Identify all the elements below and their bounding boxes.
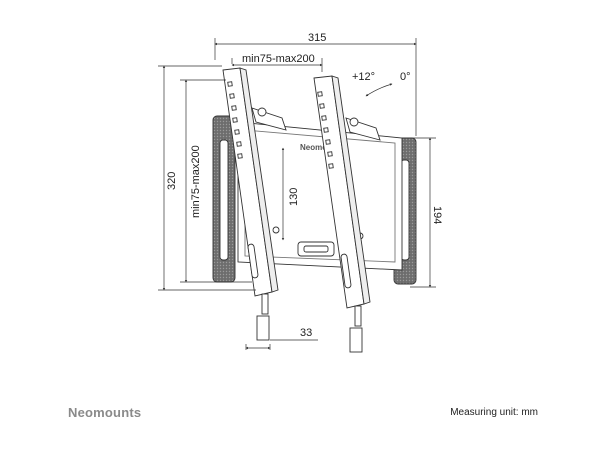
left-vesa-strip xyxy=(222,67,287,341)
brand-name: Neomounts xyxy=(68,405,142,420)
dim-overall-width: 315 xyxy=(308,32,326,44)
dim-overall-height: 320 xyxy=(166,172,178,190)
dim-vesa-vertical: min75-max200 xyxy=(190,145,202,218)
right-vesa-strip xyxy=(313,75,381,353)
dim-tilt-zero: 0° xyxy=(400,71,411,83)
product-label: Neomo xyxy=(300,143,327,152)
measuring-unit: Measuring unit: mm xyxy=(450,407,538,418)
dim-tilt-forward: +12° xyxy=(352,71,375,83)
dim-wall-depth: 33 xyxy=(300,327,312,339)
dim-inner-height: 130 xyxy=(288,188,300,206)
dim-plate-height: 194 xyxy=(431,206,443,224)
wall-plate xyxy=(212,115,417,285)
dim-vesa-horizontal: min75-max200 xyxy=(242,53,315,65)
